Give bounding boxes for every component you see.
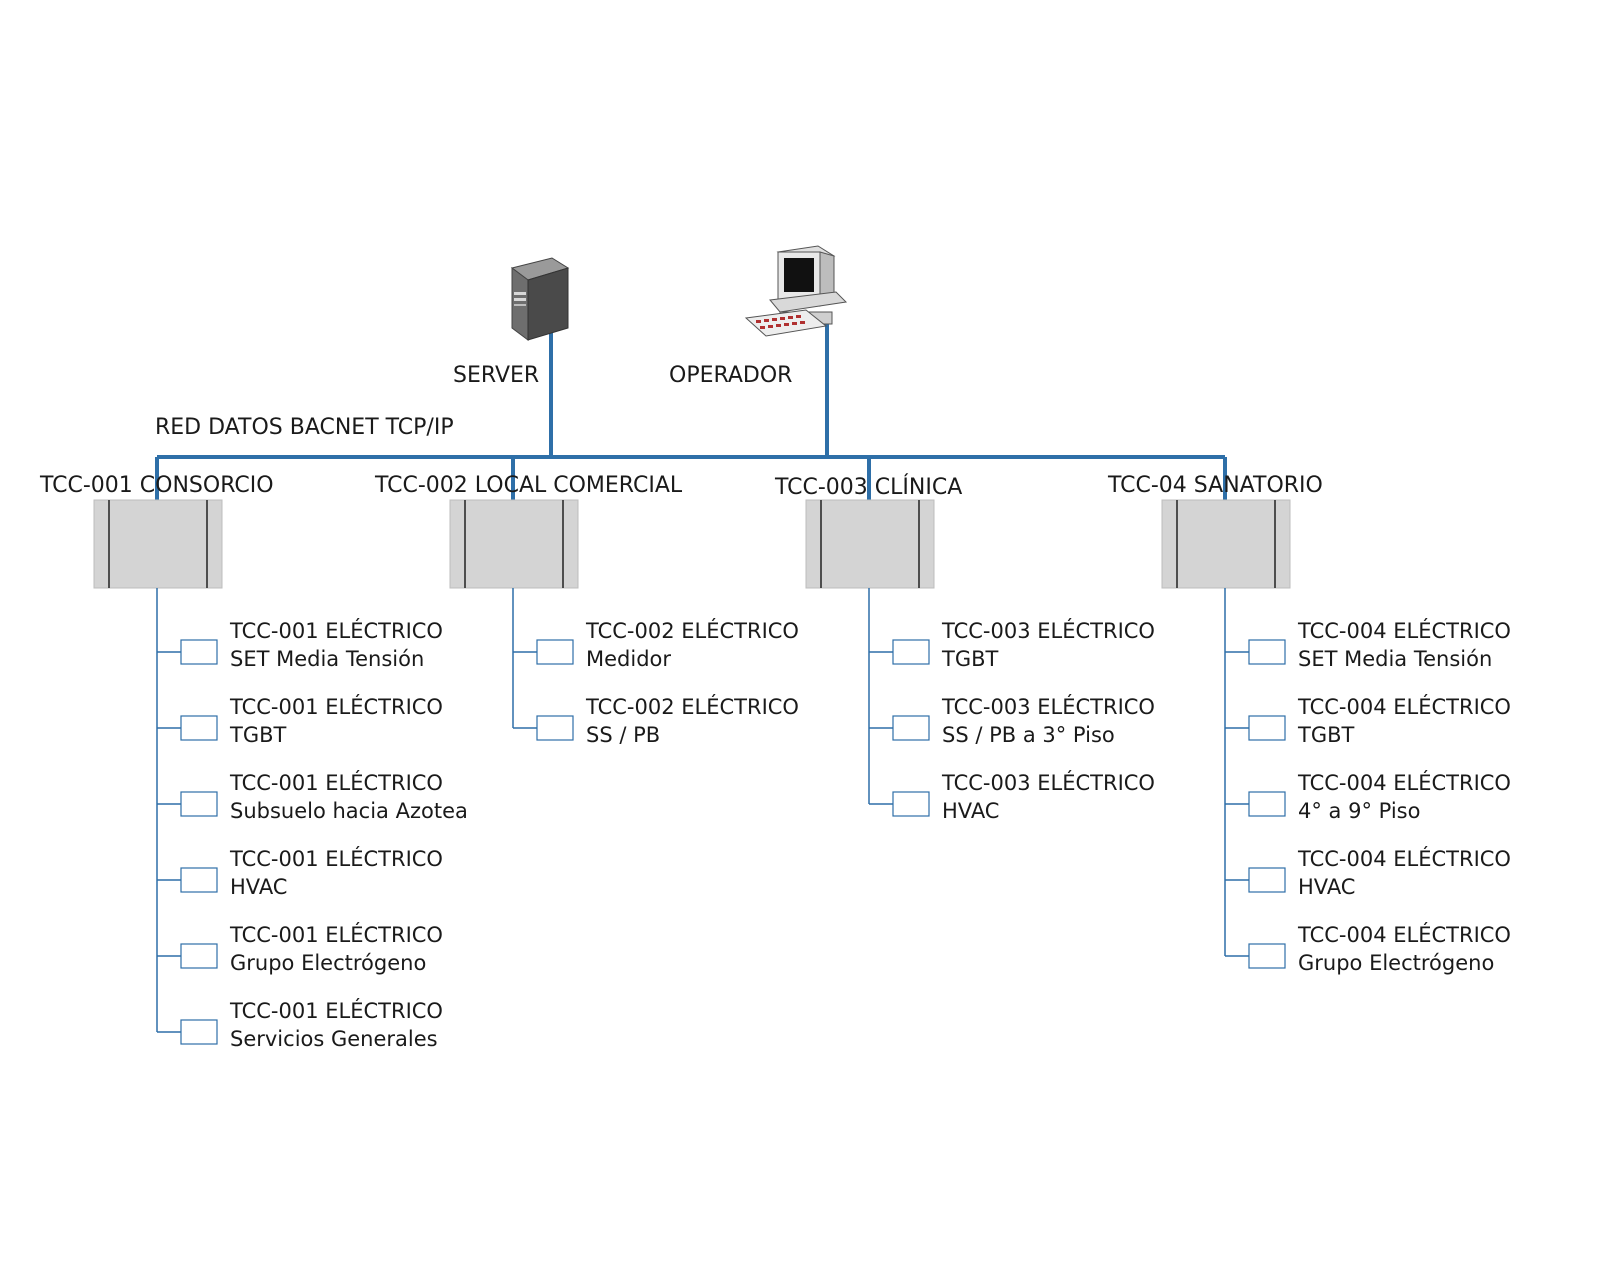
device-location: TGBT (229, 723, 287, 747)
device-module-icon (1248, 639, 1286, 665)
device-name: TCC-001 ELÉCTRICO (229, 694, 443, 719)
device-module-icon (180, 867, 218, 893)
controller-label: TCC-002 LOCAL COMERCIAL (374, 473, 683, 498)
device-location: TGBT (1297, 723, 1355, 747)
device-location: SET Media Tensión (230, 647, 424, 671)
device-name: TCC-004 ELÉCTRICO (1297, 618, 1511, 643)
device-item: TCC-001 ELÉCTRICO SET Media Tensión (157, 618, 443, 671)
controller-cabinet-icon (93, 499, 223, 589)
controller-cabinet-icon (805, 499, 935, 589)
controller-label: TCC-003 CLÍNICA (774, 474, 962, 500)
device-name: TCC-004 ELÉCTRICO (1297, 770, 1511, 795)
device-item: TCC-001 ELÉCTRICO Grupo Electrógeno (157, 922, 443, 975)
device-name: TCC-001 ELÉCTRICO (229, 618, 443, 643)
device-location: SET Media Tensión (1298, 647, 1492, 671)
workstation-icon (744, 245, 848, 337)
device-module-icon (180, 943, 218, 969)
device-location: Grupo Electrógeno (1298, 951, 1494, 975)
network-lines (157, 318, 1225, 459)
device-item: TCC-004 ELÉCTRICO 4° a 9° Piso (1225, 770, 1511, 823)
device-location: HVAC (1298, 875, 1355, 899)
network-label: RED DATOS BACNET TCP/IP (155, 415, 454, 440)
device-name: TCC-001 ELÉCTRICO (229, 770, 443, 795)
device-name: TCC-002 ELÉCTRICO (585, 694, 799, 719)
device-name: TCC-004 ELÉCTRICO (1297, 694, 1511, 719)
device-item: TCC-003 ELÉCTRICO SS / PB a 3° Piso (869, 694, 1155, 747)
device-name: TCC-001 ELÉCTRICO (229, 846, 443, 871)
device-item: TCC-002 ELÉCTRICO Medidor (513, 618, 799, 671)
device-item: TCC-001 ELÉCTRICO TGBT (157, 694, 443, 747)
device-location: TGBT (941, 647, 999, 671)
server-label: SERVER (453, 363, 539, 388)
device-location: Medidor (586, 647, 671, 671)
device-location: SS / PB a 3° Piso (942, 723, 1115, 747)
device-name: TCC-001 ELÉCTRICO (229, 998, 443, 1023)
controller-2: TCC-002 LOCAL COMERCIAL TCC-002 ELÉCTRICO… (374, 457, 799, 747)
device-module-icon (536, 639, 574, 665)
device-module-icon (1248, 943, 1286, 969)
device-name: TCC-001 ELÉCTRICO (229, 922, 443, 947)
device-module-icon (892, 715, 930, 741)
device-item: TCC-001 ELÉCTRICO HVAC (157, 846, 443, 899)
device-location: 4° a 9° Piso (1298, 799, 1420, 823)
device-module-icon (892, 639, 930, 665)
device-item: TCC-001 ELÉCTRICO Servicios Generales (157, 998, 443, 1051)
device-module-icon (892, 791, 930, 817)
device-item: TCC-004 ELÉCTRICO TGBT (1225, 694, 1511, 747)
controllers-group: TCC-001 CONSORCIO TCC-001 ELÉCTRICO SET Me… (39, 457, 1511, 1051)
device-item: TCC-004 ELÉCTRICO Grupo Electrógeno (1225, 922, 1511, 975)
device-module-icon (180, 639, 218, 665)
device-module-icon (180, 1019, 218, 1045)
device-module-icon (180, 791, 218, 817)
device-name: TCC-003 ELÉCTRICO (941, 694, 1155, 719)
operator-label: OPERADOR (669, 363, 792, 388)
controller-1: TCC-001 CONSORCIO TCC-001 ELÉCTRICO SET Me… (39, 457, 468, 1051)
device-name: TCC-004 ELÉCTRICO (1297, 846, 1511, 871)
device-module-icon (180, 715, 218, 741)
controller-label: TCC-04 SANATORIO (1107, 473, 1323, 498)
device-item: TCC-001 ELÉCTRICO Subsuelo hacia Azotea (157, 770, 468, 823)
controller-cabinet-icon (449, 499, 579, 589)
device-location: Subsuelo hacia Azotea (230, 799, 468, 823)
device-item: TCC-003 ELÉCTRICO HVAC (869, 770, 1155, 823)
device-location: Servicios Generales (230, 1027, 438, 1051)
device-module-icon (536, 715, 574, 741)
device-item: TCC-004 ELÉCTRICO SET Media Tensión (1225, 618, 1511, 671)
device-location: Grupo Electrógeno (230, 951, 426, 975)
device-name: TCC-003 ELÉCTRICO (941, 618, 1155, 643)
device-location: HVAC (230, 875, 287, 899)
device-module-icon (1248, 867, 1286, 893)
device-name: TCC-002 ELÉCTRICO (585, 618, 799, 643)
controller-label: TCC-001 CONSORCIO (39, 473, 274, 498)
device-item: TCC-002 ELÉCTRICO SS / PB (513, 694, 799, 747)
device-name: TCC-004 ELÉCTRICO (1297, 922, 1511, 947)
device-item: TCC-004 ELÉCTRICO HVAC (1225, 846, 1511, 899)
device-item: TCC-003 ELÉCTRICO TGBT (869, 618, 1155, 671)
device-module-icon (1248, 715, 1286, 741)
device-module-icon (1248, 791, 1286, 817)
controller-4: TCC-04 SANATORIO TCC-004 ELÉCTRICO SET Med… (1107, 457, 1511, 975)
device-name: TCC-003 ELÉCTRICO (941, 770, 1155, 795)
server-tower-icon (510, 257, 570, 341)
controller-cabinet-icon (1161, 499, 1291, 589)
device-location: SS / PB (586, 723, 660, 747)
device-location: HVAC (942, 799, 999, 823)
